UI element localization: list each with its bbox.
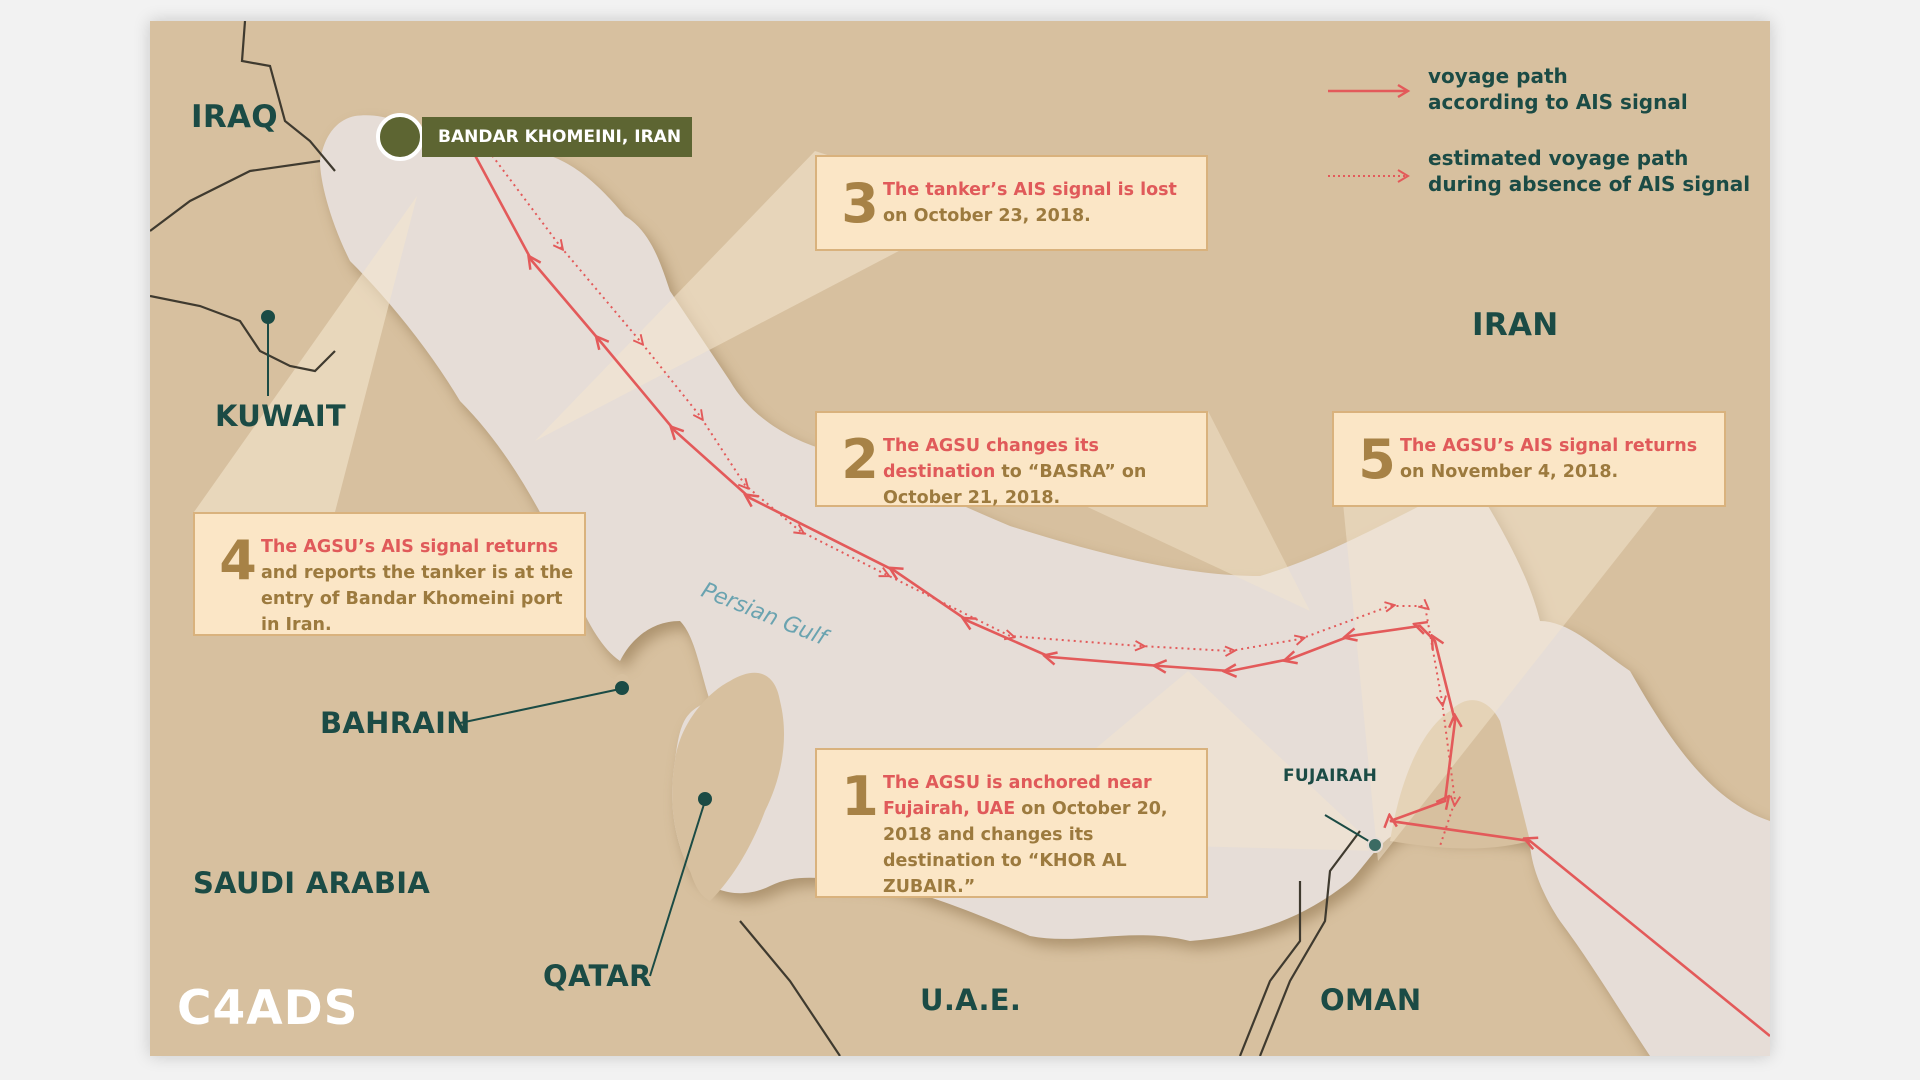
callout-4: 4 The AGSU’s AIS signal returns and repo… — [193, 512, 586, 636]
callout-highlight: The AGSU is anchored near Fujairah, UAE — [883, 773, 1152, 819]
label-iran: IRAN — [1472, 307, 1559, 343]
callout-text: The AGSU changes its destination to “BAS… — [883, 433, 1196, 511]
callout-number: 2 — [841, 428, 879, 491]
callout-number: 3 — [841, 172, 879, 235]
country-borders — [150, 21, 1361, 1056]
callout-number: 4 — [219, 529, 257, 592]
label-uae: U.A.E. — [920, 983, 1022, 1017]
callout-text: The AGSU’s AIS signal returns and report… — [261, 534, 574, 638]
callout-highlight: The tanker’s AIS signal is lost — [883, 180, 1177, 200]
callout-rest: and reports the tanker is at the entry o… — [261, 563, 574, 635]
label-oman: OMAN — [1320, 983, 1422, 1017]
label-saudi-arabia: SAUDI ARABIA — [193, 866, 431, 900]
legend-solid-label: voyage path according to AIS signal — [1428, 64, 1688, 114]
label-fujairah: FUJAIRAH — [1283, 766, 1378, 786]
label-iraq: IRAQ — [191, 99, 278, 135]
callout-highlight: The AGSU’s AIS signal returns — [1400, 436, 1698, 456]
label-bahrain: BAHRAIN — [320, 706, 471, 740]
callout-highlight: The AGSU changes its destination — [883, 436, 1099, 482]
callout-fan-4 — [194, 196, 417, 512]
label-qatar: QATAR — [543, 959, 652, 993]
callout-rest: on October 23, 2018. — [883, 206, 1091, 226]
callout-3: 3 The tanker’s AIS signal is lost on Oct… — [815, 155, 1208, 251]
callout-number: 5 — [1358, 428, 1396, 491]
callout-rest: on October 20, 2018 and changes its dest… — [883, 799, 1168, 897]
c4ads-logo: C4ADS — [177, 981, 359, 1036]
callout-1: 1 The AGSU is anchored near Fujairah, UA… — [815, 748, 1208, 898]
callout-text: The AGSU is anchored near Fujairah, UAE … — [883, 770, 1196, 900]
legend-solid-line-icon — [1328, 83, 1411, 99]
callout-text: The AGSU’s AIS signal returns on Novembe… — [1400, 433, 1714, 485]
callout-highlight: The AGSU’s AIS signal returns — [261, 537, 559, 557]
callout-rest: on November 4, 2018. — [1400, 462, 1619, 482]
map-frame: IRAQ KUWAIT IRAN BAHRAIN SAUDI ARABIA QA… — [150, 21, 1770, 1056]
port-label-bandar-khomeini: BANDAR KHOMEINI, IRAN — [422, 117, 693, 157]
legend-dotted-label: estimated voyage path during absence of … — [1428, 146, 1751, 196]
callout-text: The tanker’s AIS signal is lost on Octob… — [883, 177, 1196, 229]
callout-number: 1 — [841, 765, 879, 828]
label-kuwait: KUWAIT — [215, 399, 347, 433]
legend-dotted-line-icon — [1328, 169, 1410, 183]
callout-rest: to “BASRA” on October 21, 2018. — [883, 462, 1147, 508]
bandar-khomeini-marker — [376, 113, 424, 161]
callout-5: 5 The AGSU’s AIS signal returns on Novem… — [1332, 411, 1726, 507]
voyage-path-estimated — [484, 145, 1455, 847]
callout-2: 2 The AGSU changes its destination to “B… — [815, 411, 1208, 508]
